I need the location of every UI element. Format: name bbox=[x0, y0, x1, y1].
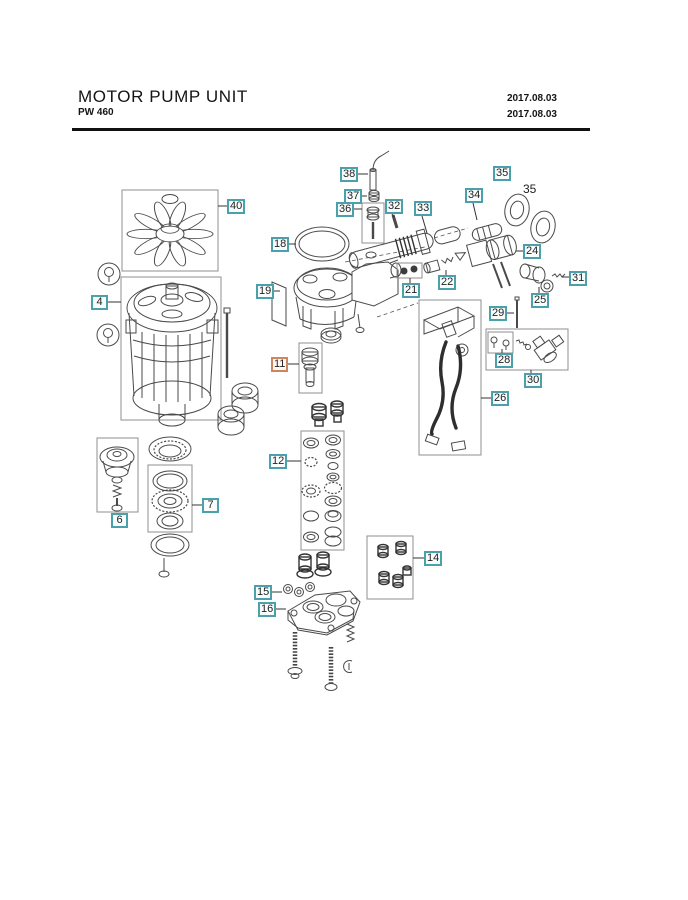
small-hardware bbox=[396, 262, 423, 283]
callout-25[interactable]: 25 bbox=[531, 293, 550, 308]
unloader-valve bbox=[519, 263, 569, 293]
piston-shaft bbox=[348, 202, 503, 269]
manifold-plate bbox=[275, 590, 361, 691]
check-valve-parts bbox=[423, 251, 467, 275]
callout-35[interactable]: 35 bbox=[493, 166, 512, 181]
callout-24[interactable]: 24 bbox=[523, 244, 542, 259]
screw-detail-circles bbox=[96, 262, 121, 347]
callout-33[interactable]: 33 bbox=[414, 201, 433, 216]
callout-12[interactable]: 12 bbox=[269, 454, 288, 469]
pistons bbox=[296, 551, 332, 579]
washer-kit bbox=[286, 430, 345, 551]
motor-bolt-and-caps bbox=[217, 307, 259, 436]
page-title: MOTOR PUMP UNIT bbox=[78, 87, 248, 106]
capacitor-cables bbox=[418, 299, 491, 456]
callout-26[interactable]: 26 bbox=[491, 391, 510, 406]
callout-37[interactable]: 37 bbox=[344, 189, 363, 204]
callout-29[interactable]: 29 bbox=[489, 306, 508, 321]
callout-18[interactable]: 18 bbox=[271, 237, 290, 252]
pump-head bbox=[271, 251, 402, 344]
loose-cartridges bbox=[311, 400, 344, 427]
valve-kit bbox=[366, 535, 424, 600]
o-ring bbox=[288, 226, 350, 262]
crank-assembly bbox=[465, 234, 523, 328]
callout-28[interactable]: 28 bbox=[495, 353, 514, 368]
callout-19[interactable]: 19 bbox=[256, 284, 275, 299]
callout-15[interactable]: 15 bbox=[254, 585, 273, 600]
callout-40[interactable]: 40 bbox=[227, 199, 246, 214]
manifold-bolts bbox=[287, 623, 356, 691]
callout-31[interactable]: 31 bbox=[569, 271, 588, 286]
callout-36[interactable]: 36 bbox=[336, 202, 355, 217]
callout-6[interactable]: 6 bbox=[111, 513, 128, 528]
callout-16[interactable]: 16 bbox=[258, 602, 277, 617]
motor-assembly bbox=[96, 262, 259, 436]
breather-fittings bbox=[353, 150, 399, 244]
callout-30[interactable]: 30 bbox=[524, 373, 543, 388]
pulley-group bbox=[96, 437, 139, 513]
header-rule bbox=[72, 128, 590, 131]
seal-kit-group bbox=[147, 436, 202, 578]
callout-4[interactable]: 4 bbox=[91, 295, 108, 310]
callout-34[interactable]: 34 bbox=[465, 188, 484, 203]
fan-assembly bbox=[121, 189, 227, 272]
valve-cartridge bbox=[288, 342, 323, 394]
callout-21[interactable]: 21 bbox=[402, 283, 421, 298]
bearing-rings bbox=[504, 193, 556, 244]
callout-11[interactable]: 11 bbox=[271, 357, 289, 372]
callout-7[interactable]: 7 bbox=[202, 498, 219, 513]
callout-38[interactable]: 38 bbox=[340, 167, 359, 182]
callout-22[interactable]: 22 bbox=[438, 275, 457, 290]
axis-lines bbox=[344, 227, 469, 318]
callout-32[interactable]: 32 bbox=[385, 199, 404, 214]
date-top: 2017.08.03 bbox=[506, 93, 557, 104]
callout-14[interactable]: 14 bbox=[424, 551, 443, 566]
model-label: PW 460 bbox=[78, 107, 114, 118]
nuts bbox=[271, 582, 315, 597]
plain-label-35: 35 bbox=[523, 182, 537, 196]
date-bottom: 2017.08.03 bbox=[506, 109, 557, 120]
